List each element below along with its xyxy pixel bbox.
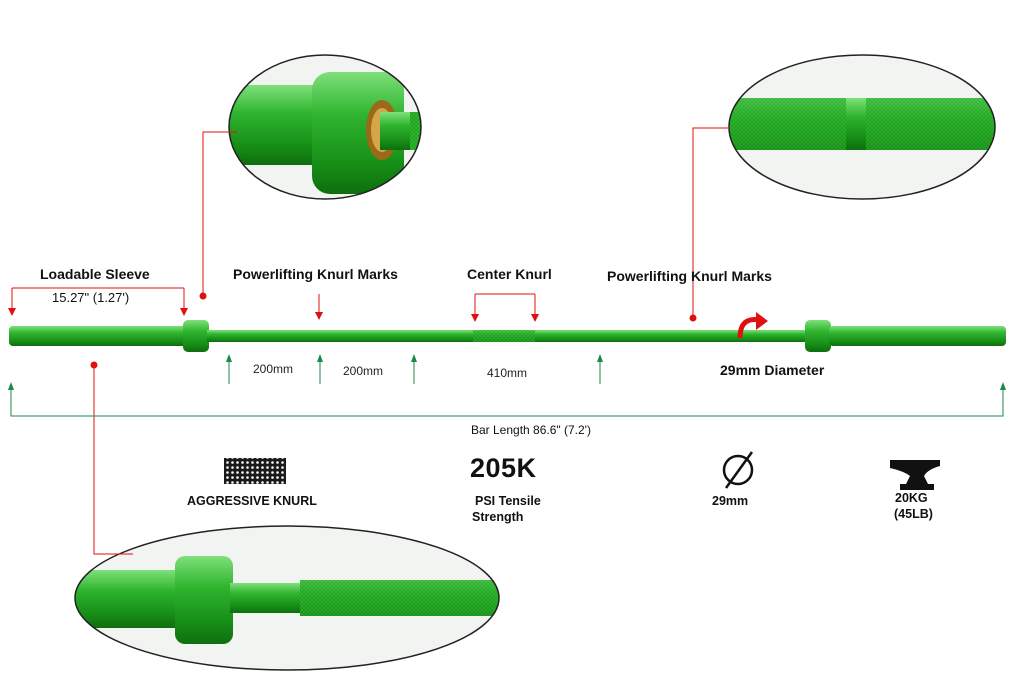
center-knurl-label: Center Knurl bbox=[467, 266, 552, 282]
aggressive-knurl-caption: AGGRESSIVE KNURL bbox=[187, 494, 317, 508]
center-knurl-zone bbox=[473, 330, 535, 342]
left-collar bbox=[183, 320, 209, 352]
diameter-29mm-label: 29mm Diameter bbox=[720, 362, 825, 378]
tensile-caption-line2: Strength bbox=[472, 510, 524, 524]
bar-length-label: Bar Length 86.6" (7.2') bbox=[471, 423, 591, 437]
dim-200mm-b: 200mm bbox=[343, 364, 384, 378]
tensile-value: 205K bbox=[470, 453, 537, 483]
right-sleeve bbox=[829, 326, 1006, 346]
zoom-knurl-marks-ellipse bbox=[728, 54, 996, 200]
diameter-icon bbox=[722, 451, 754, 489]
zoom-sleeve-ellipse bbox=[74, 525, 500, 671]
red-callouts bbox=[11, 127, 730, 555]
tensile-caption-line1: PSI Tensile bbox=[475, 494, 541, 508]
knurl-pattern-icon bbox=[224, 458, 286, 484]
green-dimensions bbox=[10, 360, 1004, 417]
red-arrowheads bbox=[8, 292, 697, 369]
weight-caption-lb: (45LB) bbox=[894, 507, 933, 521]
zoom-collar-ellipse bbox=[228, 54, 422, 200]
dim-410mm: 410mm bbox=[487, 366, 528, 380]
left-sleeve bbox=[9, 326, 187, 346]
pl-knurl-marks-right-label: Powerlifting Knurl Marks bbox=[607, 268, 772, 284]
pl-knurl-marks-left-label: Powerlifting Knurl Marks bbox=[233, 266, 398, 282]
loadable-sleeve-label: Loadable Sleeve bbox=[40, 266, 150, 282]
sleeve-length-label: 15.27" (1.27') bbox=[52, 290, 130, 305]
weight-caption-kg: 20KG bbox=[895, 491, 928, 505]
dim-200mm-a: 200mm bbox=[253, 362, 294, 376]
barbell bbox=[9, 320, 1006, 352]
right-collar bbox=[805, 320, 831, 352]
diameter-caption: 29mm bbox=[712, 494, 749, 508]
anvil-icon bbox=[890, 460, 940, 490]
